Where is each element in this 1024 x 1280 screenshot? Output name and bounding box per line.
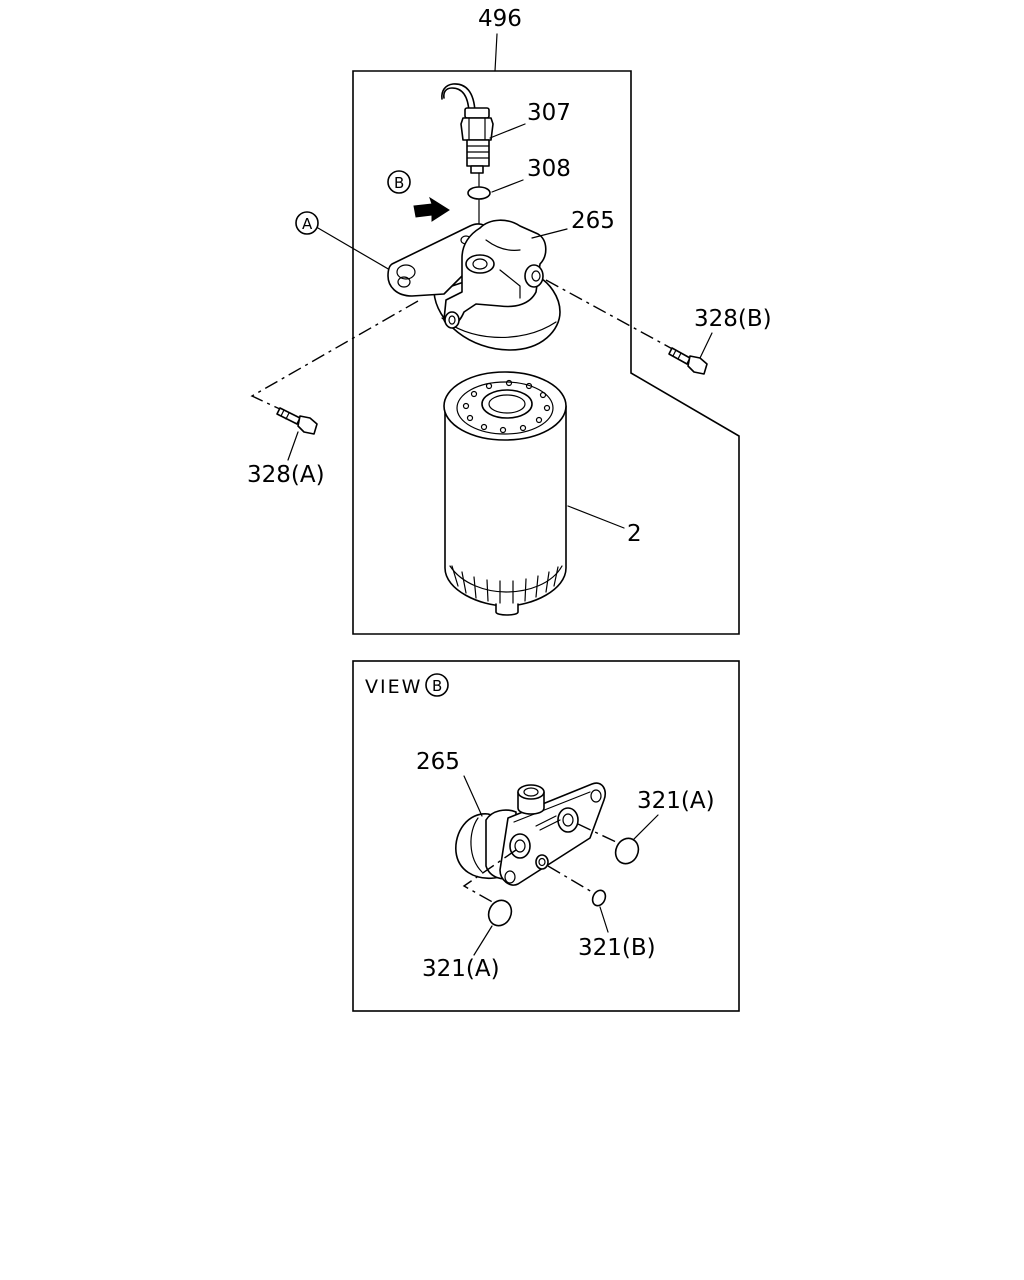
view-arrow-icon xyxy=(413,196,450,222)
marker-a-text: A xyxy=(302,215,313,233)
label-o-ring-top[interactable]: 308 xyxy=(527,156,571,182)
label-filter[interactable]: 2 xyxy=(627,521,642,547)
view-label-o-ring-b[interactable]: 321(B) xyxy=(578,935,656,961)
marker-b-text: B xyxy=(394,174,404,192)
marker-a: A xyxy=(295,211,319,235)
bolt-328b[interactable] xyxy=(668,347,708,375)
view-o-ring-321a-left[interactable] xyxy=(485,897,516,930)
sensor-307[interactable] xyxy=(441,83,494,174)
bolt-328a[interactable] xyxy=(276,407,318,435)
filter-head-265[interactable] xyxy=(387,219,561,351)
label-bolt-b[interactable]: 328(B) xyxy=(694,306,772,332)
label-head[interactable]: 265 xyxy=(571,208,615,234)
view-marker: B xyxy=(425,673,449,697)
label-bolt-a[interactable]: 328(A) xyxy=(247,462,325,488)
view-title: VIEW xyxy=(365,676,422,698)
o-ring-308[interactable] xyxy=(467,186,491,200)
assembly-frame xyxy=(352,70,740,635)
view-b-frame xyxy=(352,660,740,1012)
view-o-ring-321a-right[interactable] xyxy=(612,835,643,868)
view-marker-text: B xyxy=(432,677,442,695)
label-assembly[interactable]: 496 xyxy=(478,6,522,32)
view-o-ring-321b[interactable] xyxy=(590,888,608,908)
view-head-265[interactable] xyxy=(455,782,607,886)
marker-b: B xyxy=(387,170,411,194)
filter-cartridge-2[interactable] xyxy=(443,371,567,616)
view-label-o-ring-a-right[interactable]: 321(A) xyxy=(637,788,715,814)
label-sensor[interactable]: 307 xyxy=(527,100,571,126)
view-label-o-ring-a-left[interactable]: 321(A) xyxy=(422,956,500,982)
view-label-head[interactable]: 265 xyxy=(416,749,460,775)
